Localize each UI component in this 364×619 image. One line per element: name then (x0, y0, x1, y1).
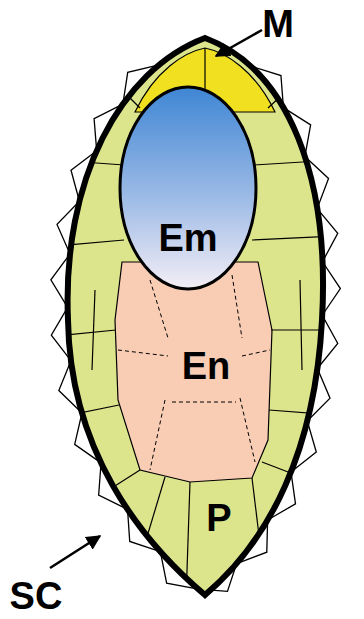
part-label: P (206, 499, 231, 537)
part-label: Em (158, 219, 217, 257)
seed-outline (68, 38, 323, 595)
perisperm (68, 38, 323, 595)
part-label: SC (10, 577, 63, 615)
part-label: M (262, 5, 294, 43)
leader-line (216, 30, 262, 56)
leader-line (50, 536, 100, 568)
part-label: En (182, 347, 231, 385)
embryo (120, 87, 256, 289)
endosperm (115, 262, 272, 482)
